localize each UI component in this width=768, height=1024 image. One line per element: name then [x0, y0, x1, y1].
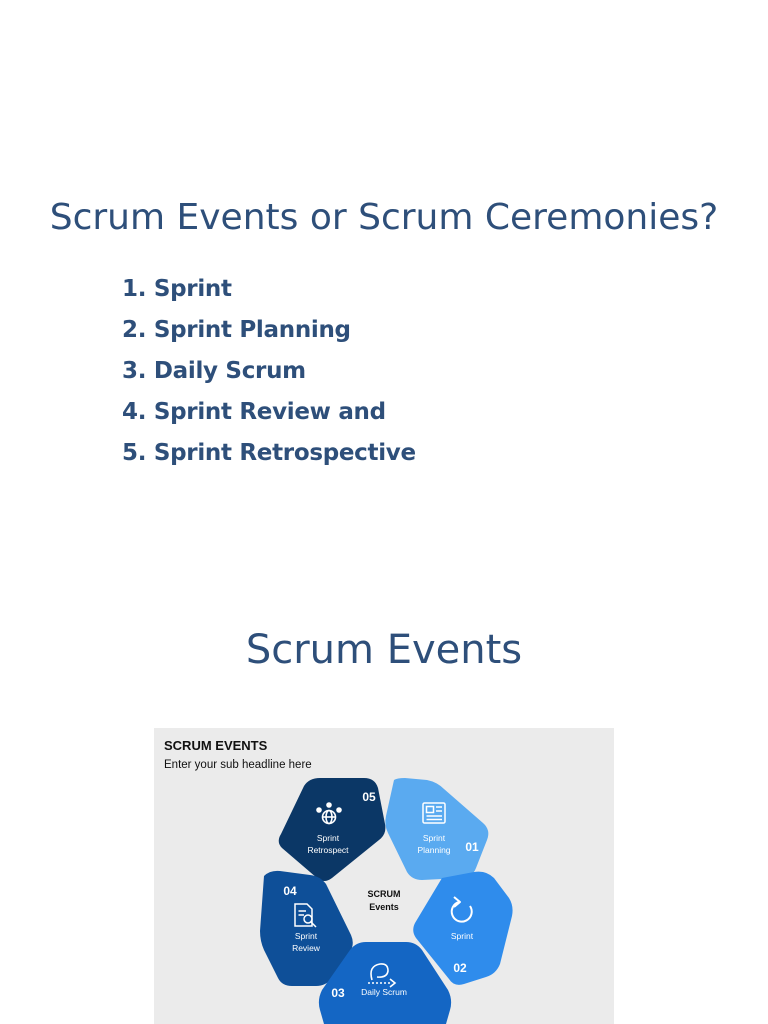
scrum-diagram-panel: SCRUM EVENTS Enter your sub headline her…	[154, 728, 614, 1024]
segment-label: Retrospect	[307, 845, 349, 855]
segment-label: Sprint	[317, 833, 340, 843]
segment-number: 01	[465, 840, 479, 854]
segment-sprint-review: 04 Sprint Review	[260, 870, 353, 986]
segment-label: Planning	[417, 845, 450, 855]
refresh-icon	[450, 896, 473, 923]
segment-label: Review	[292, 943, 321, 953]
list-item: 1. Sprint	[122, 276, 232, 302]
segment-number: 03	[331, 986, 345, 1000]
segment-sprint-planning: Sprint Planning 01	[385, 778, 489, 880]
scrum-cycle-diagram: 05 Sprint Retrospect Sprint Planning 01	[260, 778, 513, 1024]
center-label: Events	[369, 902, 399, 912]
list-item: 4. Sprint Review and	[122, 399, 386, 425]
slide2-title: Scrum Events	[245, 627, 523, 673]
panel-title: SCRUM EVENTS	[164, 738, 268, 753]
segment-shape	[385, 778, 489, 880]
segment-sprint-retrospect: 05 Sprint Retrospect	[278, 778, 386, 881]
center-label: SCRUM	[368, 889, 401, 899]
panel-subtitle: Enter your sub headline here	[164, 759, 312, 771]
newspaper-icon	[422, 802, 446, 824]
team-globe-icon	[316, 802, 342, 825]
list-item: 3. Daily Scrum	[122, 358, 306, 384]
segment-number: 05	[362, 790, 376, 804]
document-search-icon	[294, 903, 317, 928]
segment-shape	[413, 871, 513, 985]
segment-label: Sprint	[423, 833, 446, 843]
segment-label: Sprint	[295, 931, 318, 941]
segment-shape	[278, 778, 386, 881]
list-item: 2. Sprint Planning	[122, 317, 351, 343]
loop-arrow-icon	[368, 963, 397, 988]
segment-label: Daily Scrum	[361, 987, 407, 997]
segment-label: Sprint	[451, 931, 474, 941]
list-item: 5. Sprint Retrospective	[122, 440, 416, 466]
segment-sprint: Sprint 02	[413, 871, 513, 985]
scrum-events-list: 1. Sprint 2. Sprint Planning 3. Daily Sc…	[122, 270, 416, 475]
segment-number: 04	[283, 884, 297, 898]
segment-daily-scrum: 03 Daily Scrum	[318, 942, 452, 1024]
slide-title: Scrum Events or Scrum Ceremonies?	[49, 197, 719, 238]
segment-number: 02	[453, 961, 467, 975]
segment-shape	[260, 870, 353, 986]
